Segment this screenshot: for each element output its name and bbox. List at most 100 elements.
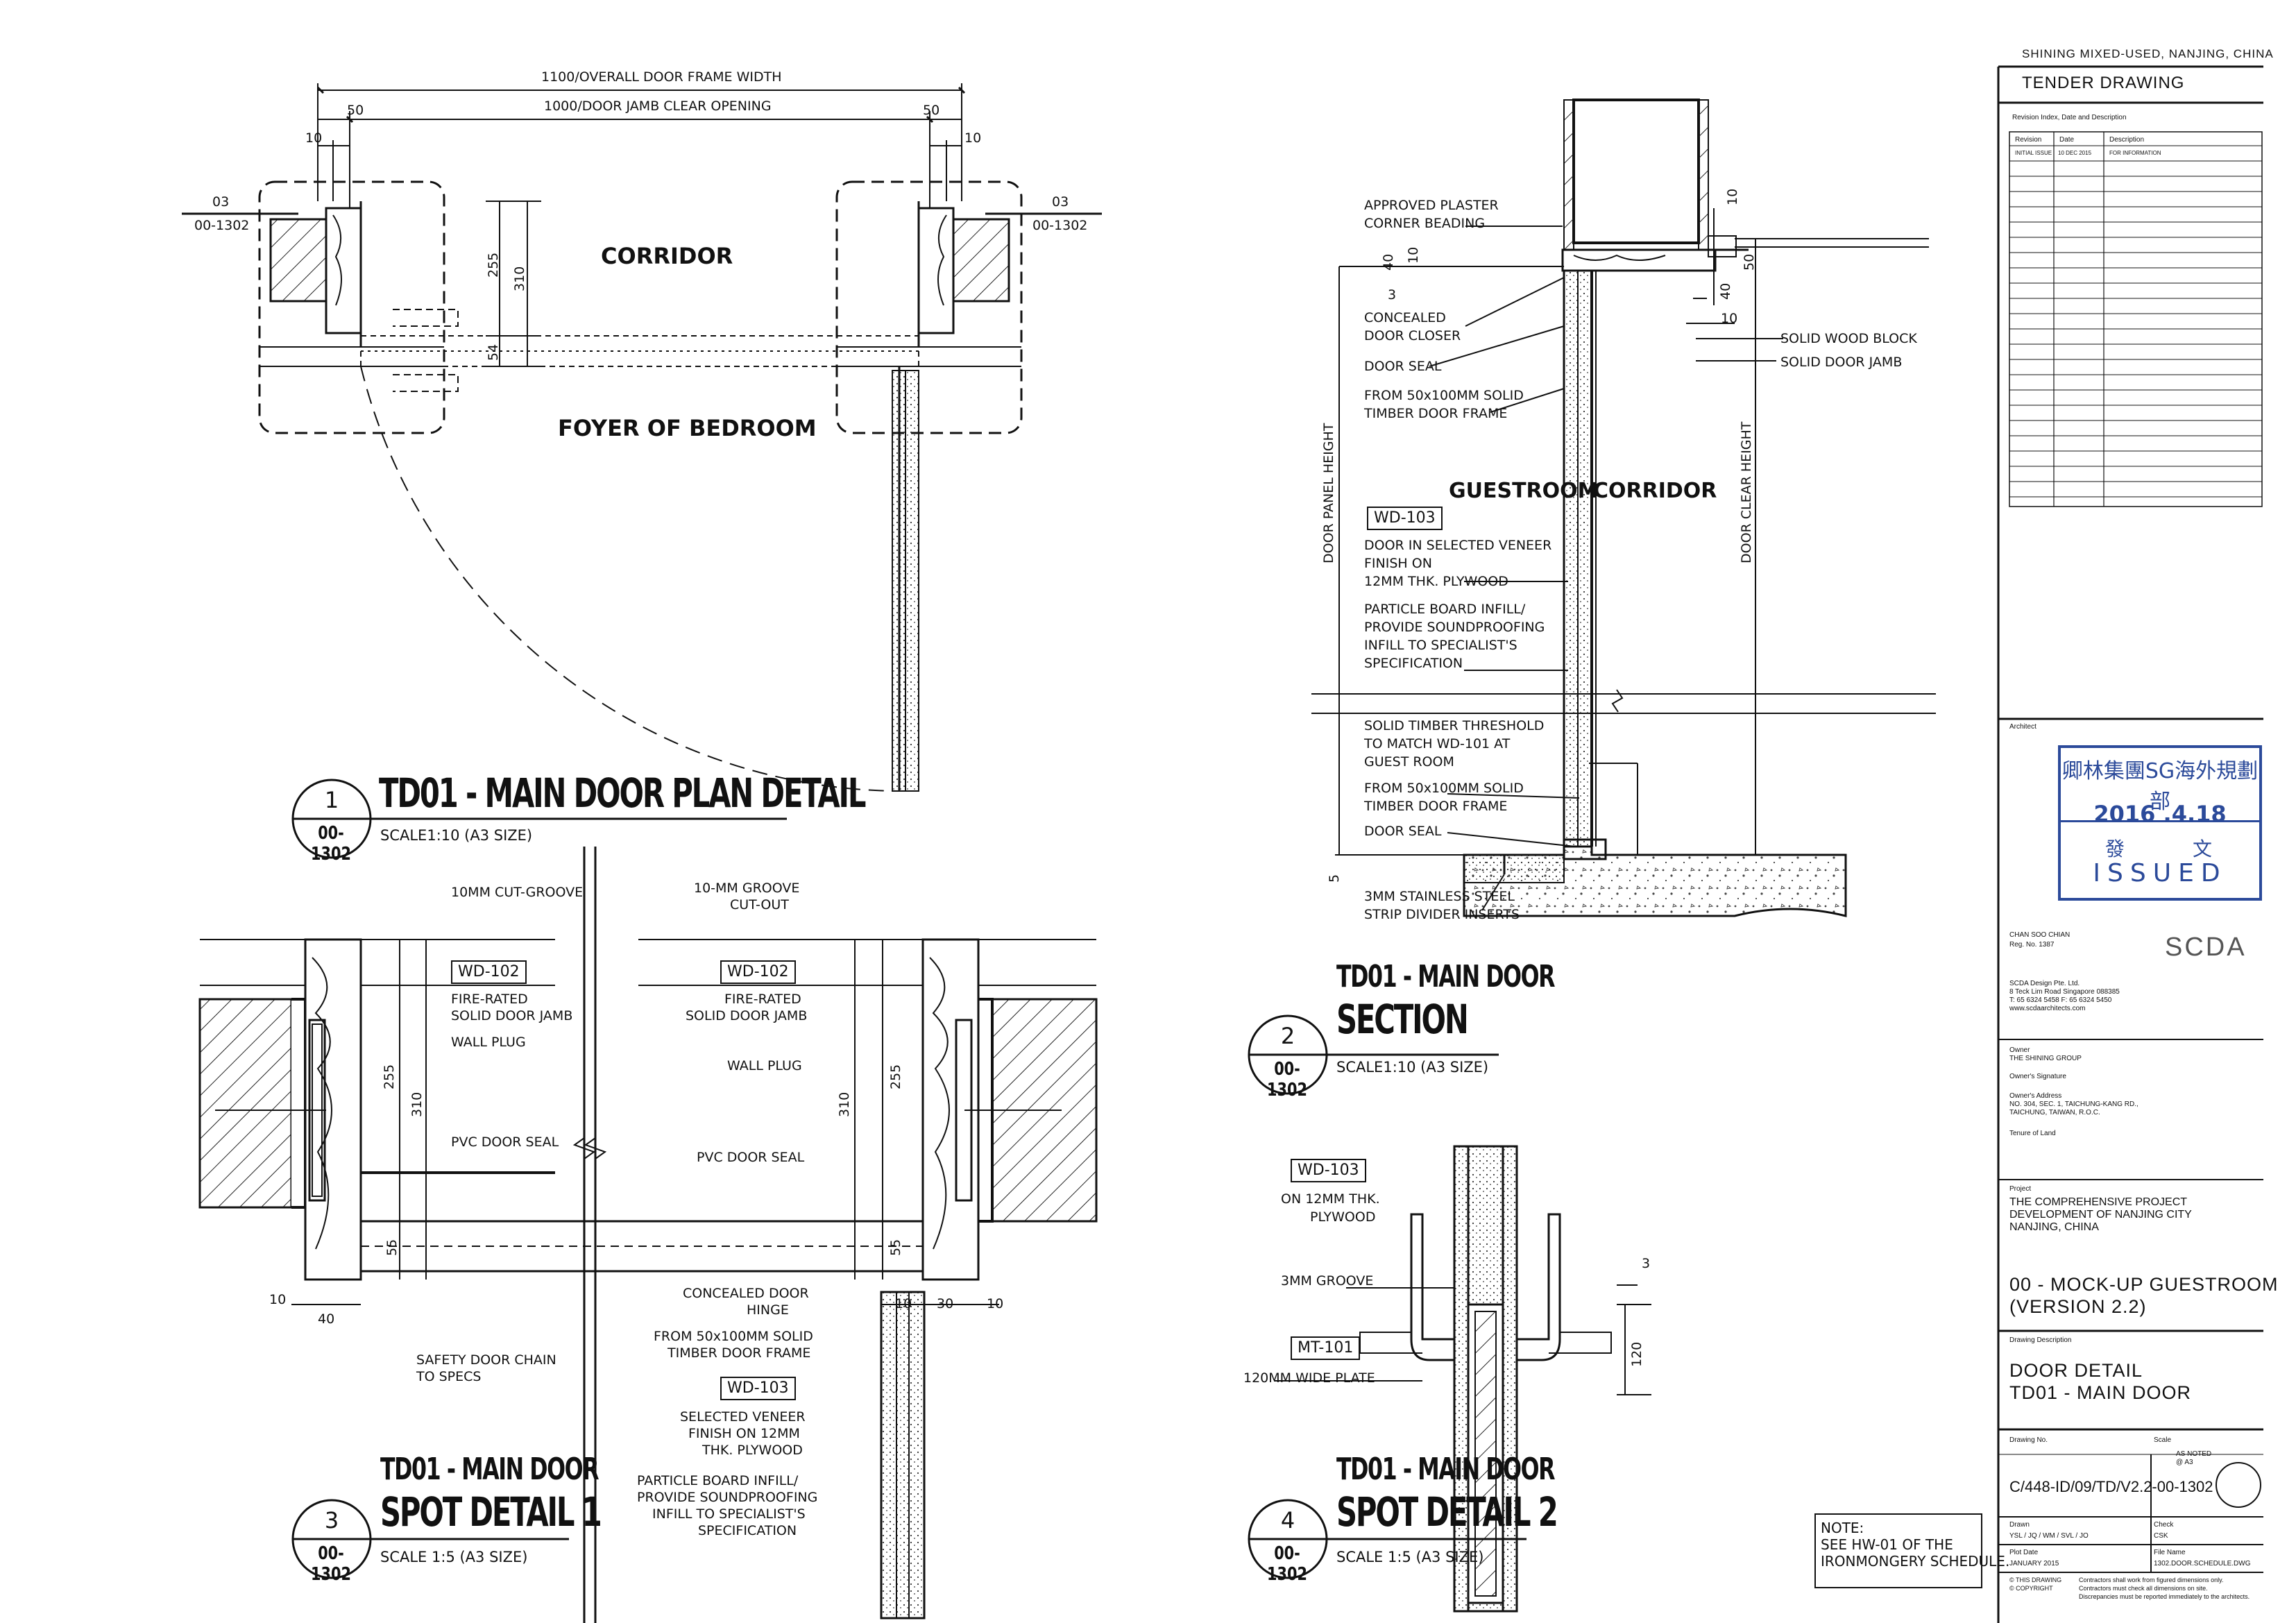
detail3-title-1: TD01 - MAIN DOOR [380, 1452, 599, 1487]
d3-fire2: SOLID DOOR JAMB [451, 1008, 573, 1023]
d2-particle2: PROVIDE SOUNDPROOFING [1364, 620, 1545, 635]
d3-wd102r-tag: WD-102 [720, 960, 796, 984]
detail1-number: 1 [324, 787, 339, 813]
d3-plug: WALL PLUG [451, 1035, 526, 1050]
d3-frame2: TIMBER DOOR FRAME [667, 1345, 811, 1361]
d2-clear-height: DOOR CLEAR HEIGHT [1739, 421, 1754, 563]
d2-veneer1: DOOR IN SELECTED VENEER [1364, 538, 1552, 553]
rev-col-description: Description [2109, 136, 2145, 144]
owner-label: Owner [2009, 1046, 2030, 1054]
revision-heading: Revision Index, Date and Description [2012, 114, 2127, 121]
d2-particle3: INFILL TO SPECIALIST'S [1364, 638, 1517, 653]
scale-value-2: @ A3 [2176, 1459, 2193, 1466]
detail4-ref: 00-1302 [1267, 1543, 1307, 1585]
d3-dim-10: 10 [269, 1292, 287, 1307]
note-l1: NOTE: [1821, 1520, 1864, 1536]
d3-pvc-r: PVC DOOR SEAL [697, 1150, 805, 1165]
dim-10-right: 10 [964, 130, 982, 146]
d3-fire-r1: FIRE-RATED [724, 992, 801, 1007]
scale-value-1: AS NOTED [2176, 1450, 2212, 1458]
detail2-number: 2 [1280, 1023, 1295, 1049]
d3-groove-r1: 10-MM GROOVE [694, 881, 800, 896]
stamp-wen: 文 [2193, 838, 2213, 860]
room-corridor: CORRIDOR [601, 243, 733, 269]
detail3-bubble [291, 1499, 569, 1579]
section-marker-right-num: 03 [1052, 194, 1069, 210]
copyright-2: © COPYRIGHT [2009, 1585, 2053, 1592]
d3-dim-310r: 310 [837, 1091, 852, 1117]
d2-dim-50: 50 [1742, 253, 1757, 271]
detail3-title-2: SPOT DETAIL 1 [380, 1488, 602, 1536]
titleblock-frame [1997, 65, 2263, 1623]
d4-dim-3: 3 [1642, 1256, 1651, 1271]
d2-veneer3: 12MM THK. PLYWOOD [1364, 574, 1508, 589]
d2-closer2: DOOR CLOSER [1364, 328, 1461, 343]
detail1-title: TD01 - MAIN DOOR PLAN DETAIL [379, 770, 867, 817]
owner-signature: Owner's Signature [2009, 1073, 2066, 1080]
detail3-linework [198, 938, 1098, 1620]
d2-particle1: PARTICLE BOARD INFILL/ [1364, 602, 1526, 617]
d3-part2: PROVIDE SOUNDPROOFING [637, 1490, 818, 1505]
detail2-bubble [1248, 1014, 1499, 1095]
owner-address-label: Owner's Address [2009, 1092, 2062, 1100]
dim-50-right: 50 [923, 103, 940, 118]
stamp-issued: ISSUED [2093, 859, 2227, 887]
stamp-date: 2016 .4.18 [2093, 801, 2227, 827]
dim-50-left: 50 [347, 103, 364, 118]
d4-plate: 120MM WIDE PLATE [1243, 1370, 1375, 1386]
d3-dim-55: 55 [384, 1239, 400, 1256]
section-marker-left-num: 03 [212, 194, 230, 210]
d3-dim-30r: 30 [937, 1296, 954, 1311]
d2-frame-b2: TIMBER DOOR FRAME [1364, 799, 1508, 814]
d3-groove-r2: CUT-OUT [730, 897, 789, 912]
d2-jamb: SOLID DOOR JAMB [1780, 355, 1903, 370]
rev-col-date: Date [2059, 136, 2075, 144]
detail4-title-1: TD01 - MAIN DOOR [1336, 1452, 1556, 1487]
d2-particle4: SPECIFICATION [1364, 656, 1463, 671]
rev-row-1-revision: INITIAL ISSUE [2015, 150, 2052, 156]
drawing-number: C/448-ID/09/TD/V2.2-00-1302 [2009, 1478, 2213, 1495]
d2-frame-b1: FROM 50x100MM SOLID [1364, 781, 1524, 796]
d2-seal: DOOR SEAL [1364, 359, 1442, 374]
d2-threshold2: TO MATCH WD-101 AT [1364, 736, 1511, 751]
d3-plug-r: WALL PLUG [727, 1058, 802, 1073]
tenure-label: Tenure of Land [2009, 1130, 2056, 1137]
rev-row-1-description: FOR INFORMATION [2109, 150, 2161, 156]
dim-255: 255 [486, 252, 501, 278]
file-label: File Name [2154, 1549, 2186, 1556]
detail2-ref: 00-1302 [1267, 1059, 1307, 1101]
project-header: SHINING MIXED-USED, NANJING, CHINA [2022, 47, 2274, 60]
d3-wd103-tag: WD-103 [720, 1377, 796, 1400]
disclaimer-2: Contractors must check all dimensions on… [2079, 1585, 2208, 1592]
tender-label: TENDER DRAWING [2022, 74, 2185, 92]
architect-reg: Reg. No. 1387 [2009, 941, 2055, 949]
d2-steel2: STRIP DIVIDER INSERTS [1364, 907, 1520, 922]
drawing-description-2: TD01 - MAIN DOOR [2009, 1382, 2192, 1403]
d3-dim-10r: 10 [895, 1296, 912, 1311]
stamp-line1: 卿林集團SG海外規劃部 [2061, 754, 2259, 822]
d4-groove: 3MM GROOVE [1281, 1273, 1374, 1289]
d2-frame2: TIMBER DOOR FRAME [1364, 406, 1508, 421]
d3-ven1: SELECTED VENEER [680, 1409, 806, 1425]
detail4-bubble [1248, 1499, 1527, 1579]
d2-frame: FROM 50x100MM SOLID [1364, 388, 1524, 403]
d2-steel1: 3MM STAINLESS STEEL [1364, 889, 1515, 904]
d3-dim-10r2: 10 [987, 1296, 1004, 1311]
detail1-linework [182, 83, 1102, 792]
firm-tel: T: 65 6324 5458 F: 65 6324 5450 [2009, 996, 2112, 1004]
d2-veneer2: FINISH ON [1364, 556, 1432, 571]
dim-clear-opening: 1000/DOOR JAMB CLEAR OPENING [544, 99, 772, 114]
d3-hinge2: HINGE [747, 1302, 789, 1318]
d2-dim-5: 5 [1327, 874, 1342, 883]
plot-value: JANUARY 2015 [2009, 1560, 2059, 1567]
detail2-title-1: TD01 - MAIN DOOR [1336, 959, 1556, 994]
d2-dim-40b: 40 [1718, 282, 1733, 300]
dim-310: 310 [512, 266, 527, 291]
d3-fire-r2: SOLID DOOR JAMB [686, 1008, 808, 1023]
d2-wd103-tag: WD-103 [1367, 507, 1443, 530]
detail2-linework [1311, 99, 1936, 917]
plot-label: Plot Date [2009, 1549, 2039, 1556]
d3-dim-310: 310 [409, 1091, 425, 1117]
d2-dim-10c: 10 [1721, 311, 1738, 326]
d3-part1: PARTICLE BOARD INFILL/ [637, 1473, 799, 1488]
